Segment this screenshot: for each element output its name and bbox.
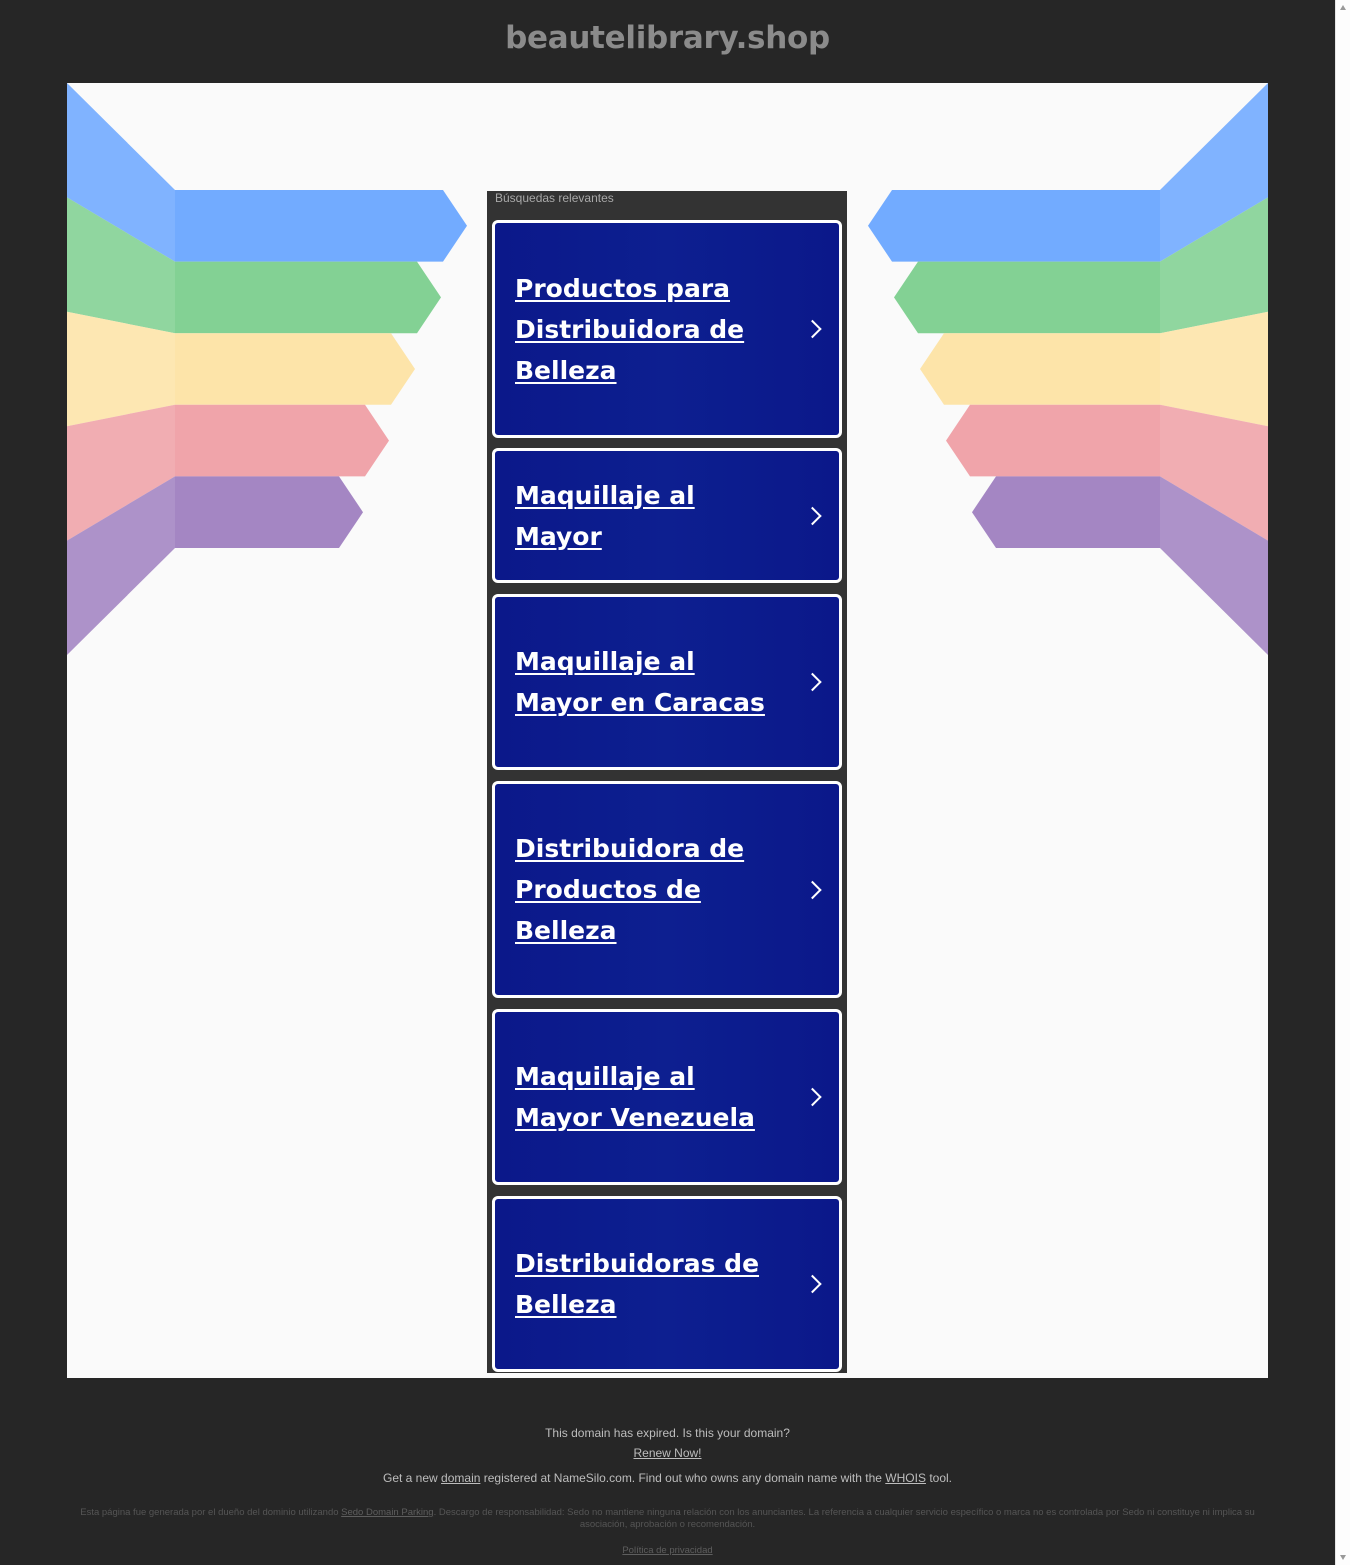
scroll-up-icon[interactable] xyxy=(1340,5,1346,10)
footer: This domain has expired. Is this your do… xyxy=(0,1420,1335,1556)
chevron-right-icon xyxy=(803,1087,822,1107)
search-link-label: Productos para Distribuidora de Belleza xyxy=(515,273,745,385)
text: Esta página fue generada por el dueño de… xyxy=(80,1507,339,1518)
related-searches-title: Búsquedas relevantes xyxy=(495,191,614,205)
text: Get a new xyxy=(383,1471,438,1485)
chevron-right-icon xyxy=(803,672,822,692)
scroll-down-icon[interactable] xyxy=(1340,1555,1346,1560)
text: . Descargo de responsabilidad: Sedo no m… xyxy=(433,1507,1255,1530)
renew-link[interactable]: Renew Now! xyxy=(633,1446,702,1460)
text: registered at NameSilo.com. Find out who… xyxy=(483,1471,882,1485)
search-link-4[interactable]: Maquillaje al Mayor Venezuela xyxy=(492,1009,842,1185)
scrollbar[interactable] xyxy=(1335,0,1350,1565)
site-title: beautelibrary.shop xyxy=(505,20,830,56)
search-link-label: Maquillaje al Mayor Venezuela xyxy=(515,1062,755,1132)
namesilo-notice: Get a new domain registered at NameSilo.… xyxy=(0,1471,1335,1485)
search-link-5[interactable]: Distribuidoras de Belleza xyxy=(492,1196,842,1372)
expired-notice: This domain has expired. Is this your do… xyxy=(545,1426,790,1440)
disclaimer: Esta página fue generada por el dueño de… xyxy=(70,1507,1265,1531)
chevron-right-icon xyxy=(803,506,822,525)
privacy-policy-link[interactable]: Política de privacidad xyxy=(622,1545,713,1556)
whois-link[interactable]: WHOIS xyxy=(885,1471,926,1485)
search-link-0[interactable]: Productos para Distribuidora de Belleza xyxy=(492,220,842,438)
search-link-label: Distribuidoras de Belleza xyxy=(515,1249,760,1319)
chevron-right-icon xyxy=(803,1274,822,1294)
related-searches: Búsquedas relevantes Productos para Dist… xyxy=(487,191,847,1373)
search-link-2[interactable]: Maquillaje al Mayor en Caracas xyxy=(492,594,842,770)
chevron-right-icon xyxy=(803,880,822,899)
chevron-right-icon xyxy=(803,319,822,339)
search-link-3[interactable]: Distribuidora de Productos de Belleza xyxy=(492,781,842,998)
text: tool. xyxy=(929,1471,952,1485)
search-link-label: Maquillaje al Mayor en Caracas xyxy=(515,647,765,717)
header: beautelibrary.shop xyxy=(0,0,1335,83)
search-link-1[interactable]: Maquillaje al Mayor xyxy=(492,448,842,583)
domain-link[interactable]: domain xyxy=(441,1471,481,1485)
search-link-label: Distribuidora de Productos de Belleza xyxy=(515,834,745,945)
search-link-label: Maquillaje al Mayor xyxy=(515,480,695,551)
sedo-parking-link[interactable]: Sedo Domain Parking xyxy=(341,1507,434,1518)
